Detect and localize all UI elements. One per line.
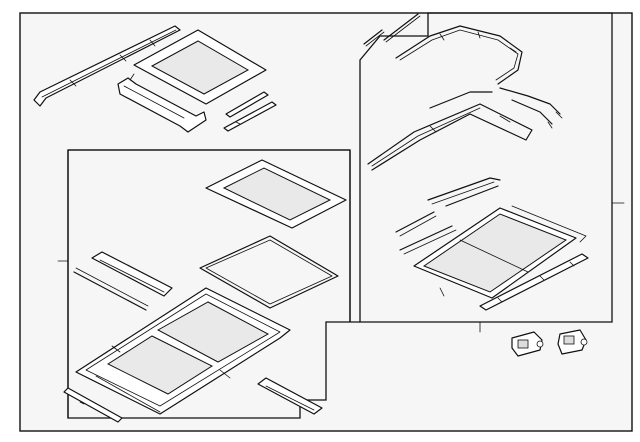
motor-left [511, 331, 544, 357]
top-strip-left [363, 13, 421, 47]
rear-trim-right [257, 377, 323, 415]
rear-trim-left [63, 387, 123, 423]
front-trim [91, 251, 173, 297]
front-glass [205, 159, 347, 229]
glass-seal [199, 235, 339, 309]
drain-hose-harness [429, 87, 563, 129]
wind-deflector [117, 73, 207, 133]
glass-panel [133, 29, 267, 105]
motor-right [557, 329, 588, 355]
sunshade-and-track-assembly-group [359, 12, 625, 333]
drain-strip [73, 267, 149, 311]
drive-motors-group [511, 329, 588, 357]
guide-rail-loop [367, 103, 533, 171]
sunshade-panel [413, 205, 587, 299]
roof-rail-molding [33, 25, 181, 107]
rear-rail [479, 253, 589, 311]
roof-panel-and-trim-group [33, 25, 277, 133]
sunroof-frame-assembly-group [57, 149, 360, 423]
weatherstrip-long [223, 101, 277, 132]
sunroof-frame [75, 287, 291, 415]
weatherstrip-short [225, 91, 269, 118]
side-rail-left [427, 177, 501, 207]
cable-track [395, 25, 523, 85]
side-rail-right [395, 211, 457, 255]
